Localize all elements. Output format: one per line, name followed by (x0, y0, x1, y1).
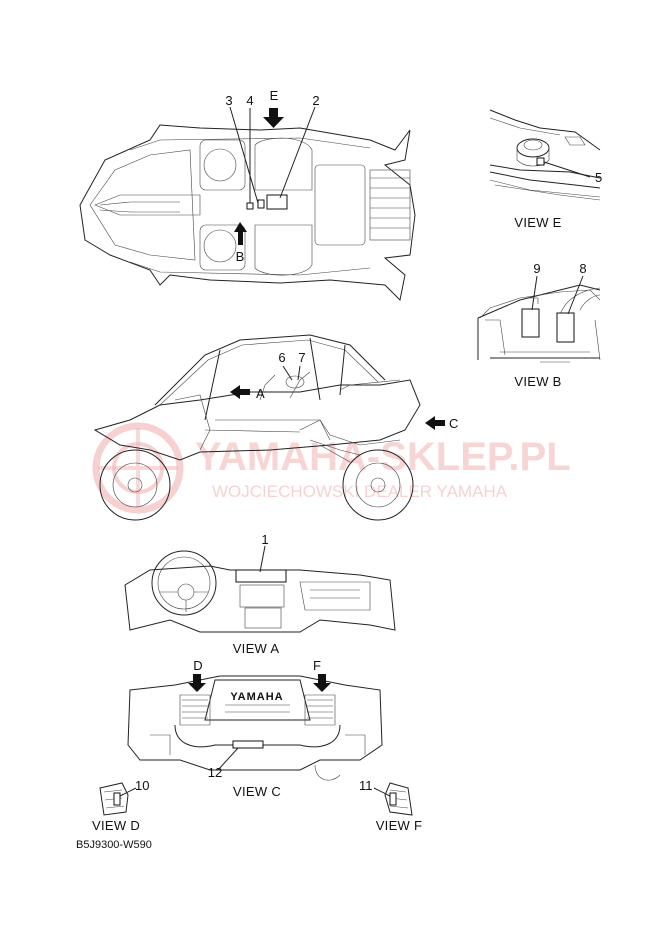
label-12-outline (232, 740, 264, 749)
view-f-drawing (373, 782, 413, 816)
label-11-outline (389, 792, 397, 806)
callout-8: 8 (579, 261, 586, 276)
label-8-outline (556, 312, 575, 343)
callout-6: 6 (278, 350, 285, 365)
callout-3: 3 (225, 93, 232, 108)
callout-2: 2 (312, 93, 319, 108)
arrow-d-icon (188, 674, 206, 692)
arrow-b-icon (234, 222, 247, 245)
label-4-outline (246, 202, 254, 210)
arrow-c-label: C (449, 416, 458, 431)
label-9-outline (521, 308, 540, 338)
callout-5: 5 (595, 170, 602, 185)
view-c-drawing: YAMAHA (127, 674, 383, 781)
callout-10: 10 (135, 778, 149, 793)
view-e-drawing (489, 109, 601, 201)
arrow-f-label: F (313, 658, 321, 673)
callout-1: 1 (261, 532, 268, 547)
label-10-outline (113, 792, 121, 806)
callout-9: 9 (533, 261, 540, 276)
arrow-e-icon (263, 108, 284, 128)
view-e-title: VIEW E (514, 215, 561, 230)
watermark-brand: YAMAHA-SKLEP.PL (195, 435, 571, 479)
label-3-outline (257, 199, 265, 209)
arrow-f-icon (313, 674, 331, 692)
arrow-d-label: D (193, 658, 202, 673)
front-wheel-icon (99, 449, 171, 521)
watermark-logo-icon (92, 422, 184, 514)
callout-11: 11 (359, 778, 373, 793)
arrow-c-icon (425, 416, 445, 430)
view-b-title: VIEW B (514, 374, 561, 389)
callout-7: 7 (298, 350, 305, 365)
view-a-drawing (124, 545, 396, 633)
arrow-e-label: E (270, 88, 279, 103)
view-d-drawing (99, 782, 137, 816)
label-1-outline (235, 569, 287, 583)
diagram-code: B5J9300-W590 (76, 839, 152, 851)
watermark-tagline: WOJCIECHOWSKI DEALER YAMAHA (212, 482, 508, 501)
hood-brand-text: YAMAHA (230, 691, 283, 703)
rear-wheel-icon (342, 449, 414, 521)
arrow-a-label: A (256, 386, 265, 401)
view-a-title: VIEW A (233, 641, 280, 656)
vehicle-top-view (79, 106, 416, 302)
watermark: YAMAHA-SKLEP.PL WOJCIECHOWSKI DEALER YAM… (92, 422, 571, 514)
arrow-b-label: B (236, 249, 245, 264)
steering-wheel-icon (151, 550, 217, 616)
view-b-drawing (477, 275, 601, 363)
view-f-title: VIEW F (376, 818, 423, 833)
vehicle-side-view (93, 334, 445, 521)
label-2-outline (266, 194, 288, 210)
arrow-a-icon (230, 385, 250, 399)
callout-4: 4 (246, 93, 253, 108)
label-5-outline (536, 157, 545, 166)
view-c-title: VIEW C (233, 784, 281, 799)
view-d-title: VIEW D (92, 818, 140, 833)
callout-12: 12 (208, 765, 222, 780)
